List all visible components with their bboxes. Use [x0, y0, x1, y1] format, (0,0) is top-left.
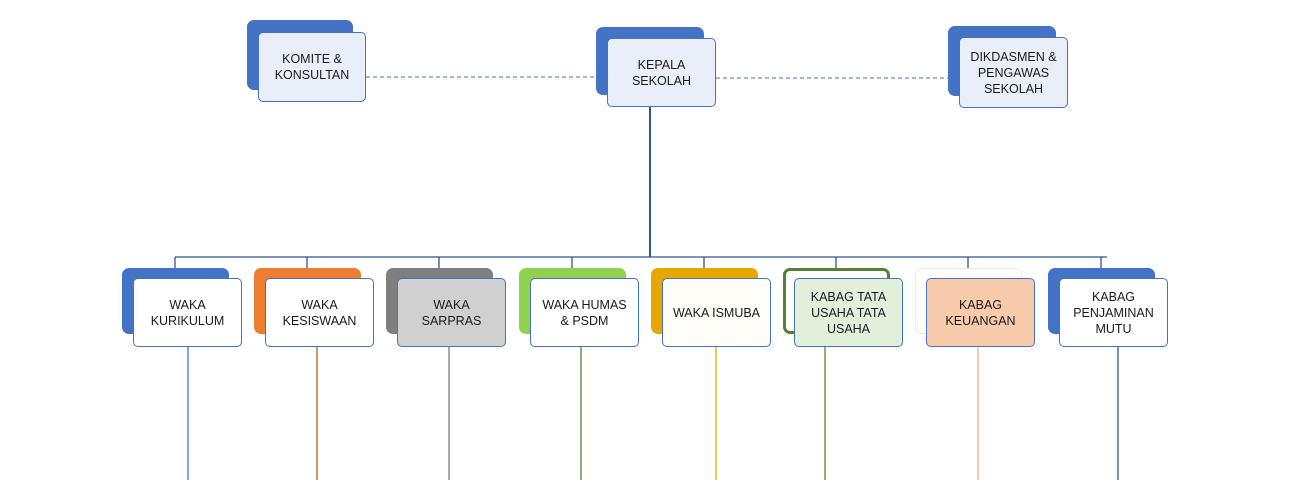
unit-label-1: WAKA KURIKULUM: [133, 278, 242, 347]
komite-label: KOMITE & KONSULTAN: [258, 32, 366, 102]
unit-label-3: WAKA SARPRAS: [397, 278, 506, 347]
unit-label-4: WAKA HUMAS & PSDM: [530, 278, 639, 347]
unit-label-6: KABAG TATA USAHA TATA USAHA: [794, 278, 903, 347]
unit-label-8: KABAG PENJAMINAN MUTU: [1059, 278, 1168, 347]
dikdasmen-label: DIKDASMEN & PENGAWAS SEKOLAH: [959, 37, 1068, 108]
unit-label-5: WAKA ISMUBA: [662, 278, 771, 347]
unit-label-7: KABAG KEUANGAN: [926, 278, 1035, 347]
kepala-label: KEPALA SEKOLAH: [607, 38, 716, 107]
unit-label-2: WAKA KESISWAAN: [265, 278, 374, 347]
